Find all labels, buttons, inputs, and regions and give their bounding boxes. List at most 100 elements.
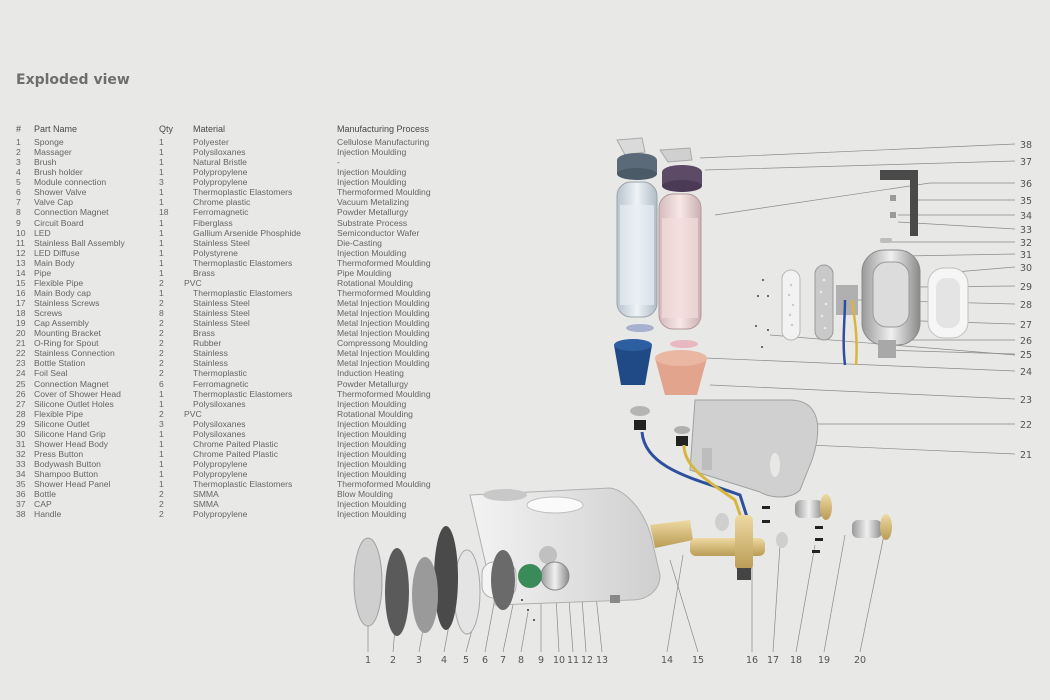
part-name: Brush — [34, 157, 57, 168]
part-name: Bodywash Button — [34, 459, 101, 469]
part-material: Thermoplastic Elastomers — [193, 287, 293, 298]
part-name: Cap Assembly — [34, 318, 89, 329]
part-name: Silicone Hand Grip — [34, 428, 106, 439]
part-qty: 1 — [159, 287, 164, 298]
part-material: Stainless Steel — [193, 298, 250, 308]
part-qty: 1 — [159, 237, 164, 248]
part-qty: 2 — [159, 358, 164, 369]
part-name: LED Diffuse — [34, 247, 80, 258]
part-material: Polysiloxanes — [193, 398, 246, 409]
part-number: 9 — [16, 217, 21, 228]
part-number: 11 — [16, 237, 25, 248]
part-process: Induction Heating — [337, 368, 404, 379]
part-qty: 8 — [159, 308, 164, 319]
callout-24: 24 — [1020, 367, 1032, 378]
part-number: 10 — [16, 227, 26, 238]
part-qty: 2 — [159, 338, 164, 349]
part-number: 29 — [16, 418, 26, 429]
part-name: Shampoo Button — [34, 469, 99, 480]
header-qty: Qty — [159, 124, 174, 134]
page-title: Exploded view — [16, 72, 130, 88]
part-material: Brass — [193, 328, 215, 339]
part-qty: 2 — [159, 328, 164, 339]
part-qty: 2 — [159, 509, 164, 520]
part-qty: 2 — [159, 298, 164, 308]
bottle-station-panel — [630, 399, 819, 498]
callout-8: 8 — [518, 655, 524, 666]
part-qty: 1 — [159, 448, 164, 459]
part-qty: 2 — [159, 368, 164, 379]
part-name: Silicone Outlet — [34, 418, 90, 429]
part-number: 4 — [16, 167, 21, 178]
part-qty: 1 — [159, 147, 164, 158]
blue-flexible-pipe — [640, 431, 750, 521]
part-name: Flexible Pipe — [34, 408, 84, 419]
callout-6: 6 — [482, 655, 488, 666]
part-material: Thermoplastic Elastomers — [193, 479, 293, 490]
part-name: Foil Seal — [34, 368, 68, 379]
part-material: Gallium Arsenide Phosphide — [193, 227, 301, 238]
part-material: Thermoplastic Elastomers — [193, 257, 293, 268]
callout-3: 3 — [416, 655, 422, 666]
callout-15: 15 — [692, 655, 704, 666]
part-name: Stainless Ball Assembly — [34, 237, 125, 248]
part-material: Polypropylene — [193, 177, 248, 188]
part-material: Fiberglass — [193, 217, 233, 228]
part-number: 16 — [16, 287, 26, 298]
part-qty: 2 — [159, 489, 164, 500]
part-process: Metal Injection Moulding — [337, 318, 430, 329]
part-process: Die-Casting — [337, 237, 382, 248]
part-process: Thermoformed Moulding — [337, 187, 431, 198]
part-process: Metal Injection Moulding — [337, 298, 430, 308]
part-qty: 2 — [159, 499, 164, 510]
parts-table: # Part Name Qty Material Manufacturing P… — [16, 124, 476, 519]
part-qty: 1 — [159, 187, 164, 198]
callout-30: 30 — [1020, 263, 1032, 274]
callout-9: 9 — [538, 655, 544, 666]
part-material: Stainless Steel — [193, 237, 250, 248]
part-material: Ferromagnetic — [193, 207, 249, 218]
callout-4: 4 — [441, 655, 447, 666]
part-number: 2 — [16, 147, 21, 158]
part-process: Compressong Moulding — [337, 338, 428, 349]
part-number: 14 — [16, 267, 26, 278]
part-process: Vacuum Metalizing — [337, 197, 409, 208]
part-material: Chrome plastic — [193, 197, 251, 208]
callout-19: 19 — [818, 655, 830, 666]
part-number: 24 — [16, 368, 26, 379]
part-name: Module connection — [34, 177, 107, 188]
part-number: 12 — [16, 247, 26, 258]
part-number: 21 — [16, 338, 26, 349]
part-name: Bottle Station — [34, 358, 86, 369]
yellow-flexible-pipe — [682, 444, 744, 521]
part-name: Shower Head Body — [34, 438, 109, 449]
part-qty: 1 — [159, 247, 164, 258]
part-number: 37 — [16, 499, 26, 510]
part-number: 33 — [16, 459, 26, 469]
part-name: Flexible Pipe — [34, 277, 84, 288]
part-process: Injection Moulding — [337, 428, 407, 439]
part-qty: 1 — [159, 167, 164, 178]
table-row: 11 Stainless Ball Assembly 1 Stainless Stee… — [16, 238, 476, 248]
part-process: Thermoformed Moulding — [337, 257, 431, 268]
callout-22: 22 — [1020, 420, 1032, 431]
callout-17: 17 — [767, 655, 779, 666]
part-material: Polypropylene — [193, 167, 248, 178]
part-material: Polypropylene — [193, 459, 248, 469]
header-part-name: Part Name — [34, 124, 78, 134]
main-body-assembly — [353, 487, 693, 636]
part-number: 27 — [16, 398, 26, 409]
part-material: Natural Bristle — [193, 157, 247, 168]
